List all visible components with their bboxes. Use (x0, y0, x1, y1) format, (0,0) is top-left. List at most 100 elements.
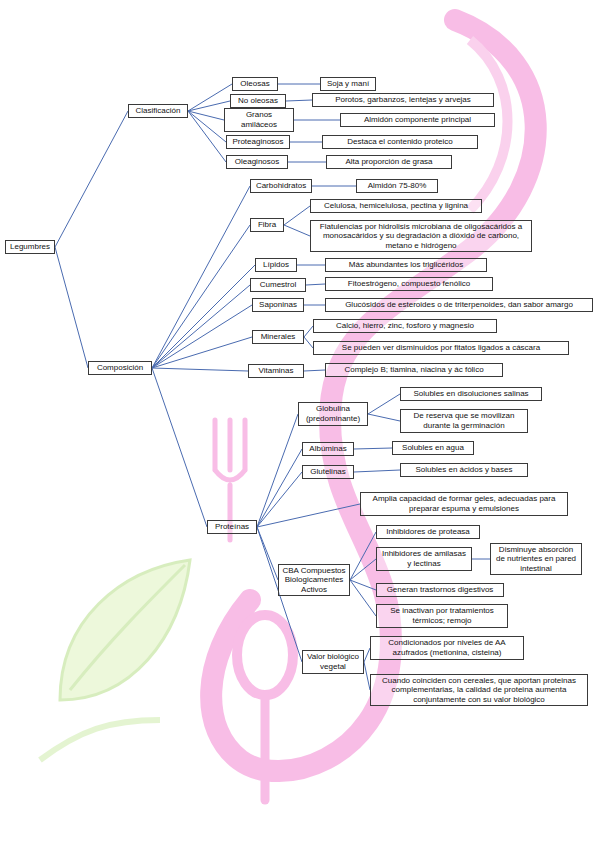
node-text: Lípidos (259, 260, 293, 270)
node-text: Porotos, garbanzos, lentejas y arvejas (316, 95, 490, 105)
branch-line (152, 337, 252, 368)
topic-box: Solubles en ácidos y bases (400, 463, 528, 477)
topic-box: No oleosas (230, 94, 286, 108)
topic-box: Inhibidores de amilasas y lectinas (376, 547, 472, 570)
node-text: No oleosas (234, 96, 282, 106)
node-text: Inhibidores de proteasa (380, 527, 476, 537)
node-text: Solubles en agua (396, 443, 470, 453)
node-text: Almidón 75-80% (360, 181, 434, 191)
spoon-handle (261, 695, 270, 800)
topic-box: Albúminas (302, 442, 354, 456)
node-text: Celulosa, hemicelulosa, pectina y lignin… (314, 201, 478, 211)
topic-box: Condicionados por niveles de AA azufrado… (370, 636, 524, 659)
node-text: Disminuye absorción de nutrientes en par… (494, 545, 578, 574)
node-text: Saponinas (256, 300, 300, 310)
topic-box: De reserva que se movilizan durante la g… (400, 409, 528, 432)
root-box: Legumbres (5, 240, 55, 254)
branch-line (354, 470, 400, 472)
topic-box: Se pueden ver disminuidos por fitatos li… (313, 341, 569, 355)
topic-box: Oleosas (232, 77, 278, 91)
node-text: Proteaginosos (230, 137, 286, 147)
branch-line (152, 368, 248, 371)
node-text: Solubles en disoluciones salinas (404, 389, 538, 399)
node-text: Oleaginosos (230, 157, 284, 167)
branch-line (152, 305, 252, 368)
branch-line (368, 394, 400, 414)
branch-line (278, 84, 320, 85)
node-text: Amplia capacidad de formar geles, adecua… (364, 494, 564, 513)
topic-box: Inhibidores de proteasa (376, 525, 480, 539)
node-text: Clasificación (132, 106, 184, 116)
topic-box: Soja y maní (320, 77, 376, 91)
topic-box: Celulosa, hemicelulosa, pectina y lignin… (310, 199, 482, 213)
topic-box: Fibra (250, 218, 284, 232)
node-text: Soja y maní (324, 79, 372, 89)
topic-box: Se inactivan por tratamientos térmicos; … (376, 604, 508, 627)
topic-box: Composición (88, 361, 152, 375)
node-text: Se inactivan por tratamientos térmicos; … (380, 606, 504, 625)
topic-box: Solubles en agua (392, 441, 474, 455)
node-text: Fibra (254, 220, 280, 230)
branch-line (290, 142, 322, 143)
node-text: Condicionados por niveles de AA azufrado… (374, 638, 520, 657)
branch-line (312, 186, 356, 187)
node-text: Oleosas (236, 79, 274, 89)
topic-box: Vitaminas (248, 364, 304, 378)
branch-line (306, 284, 325, 285)
branch-line (294, 120, 340, 121)
topic-box: Amplia capacidad de formar geles, adecua… (360, 492, 568, 515)
branch-line (152, 186, 250, 368)
branch-line (55, 247, 88, 368)
branch-line (257, 504, 360, 527)
node-text: Complejo B; tiamina, niacina y ác fólico (329, 365, 499, 375)
branch-line (350, 532, 376, 580)
branch-line (304, 305, 325, 306)
topic-box: Glutelinas (302, 465, 354, 479)
node-text: Minerales (256, 332, 300, 342)
topic-box: Proteínas (207, 520, 257, 534)
node-text: Legumbres (9, 242, 51, 252)
node-text: Destaca el contenido proteico (326, 137, 474, 147)
topic-box: Granos amiláceos (224, 108, 294, 131)
green-stroke (40, 720, 160, 760)
topic-box: Porotos, garbanzos, lentejas y arvejas (312, 93, 494, 107)
leaf-vein (70, 565, 185, 690)
node-text: Proteínas (211, 522, 253, 532)
branch-line (350, 559, 376, 580)
topic-box: Más abundantes los triglicéridos (325, 258, 487, 272)
node-text: Más abundantes los triglicéridos (329, 260, 483, 270)
topic-box: Solubles en disoluciones salinas (400, 387, 542, 401)
branch-line (304, 370, 325, 371)
branch-line (152, 285, 250, 368)
branch-line (284, 225, 310, 236)
node-text: Inhibidores de amilasas y lectinas (380, 549, 468, 568)
branch-line (304, 326, 313, 337)
branch-line (368, 414, 400, 421)
node-text: Cuando coinciden con cereales, que aport… (374, 676, 584, 705)
branch-line (304, 337, 313, 348)
topic-box: Generan trastornos digestivos (376, 583, 504, 597)
node-text: Composición (92, 363, 148, 373)
topic-box: Minerales (252, 330, 304, 344)
branch-line (286, 100, 312, 101)
topic-box: Proteaginosos (226, 135, 290, 149)
topic-box: Flatulencias por hidrolisis microbiana d… (310, 220, 532, 253)
topic-box: Alta proporción de grasa (326, 155, 452, 169)
node-text: De reserva que se movilizan durante la g… (404, 411, 524, 430)
topic-box: Carbohidratos (250, 179, 312, 193)
topic-box: Valor biológico vegetal (302, 650, 364, 673)
branch-line (152, 225, 250, 368)
node-text: Flatulencias por hidrolisis microbiana d… (314, 222, 528, 251)
node-text: Carbohidratos (254, 181, 308, 191)
topic-box: Lípidos (255, 258, 297, 272)
branch-line (472, 559, 490, 560)
branch-line (55, 111, 128, 247)
node-text: Valor biológico vegetal (306, 652, 360, 671)
topic-box: Destaca el contenido proteico (322, 135, 478, 149)
topic-box: Saponinas (252, 298, 304, 312)
branch-line (354, 448, 392, 449)
node-text: Albúminas (306, 444, 350, 454)
branch-line (257, 449, 302, 527)
node-text: Fitoestrógeno, compuesto fenólico (329, 279, 489, 289)
